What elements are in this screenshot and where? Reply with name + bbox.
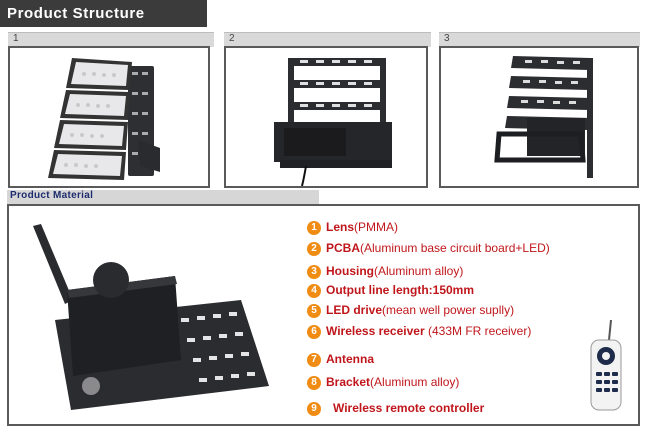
panel-3-number: 3 <box>444 33 450 44</box>
panel-3-frame <box>439 46 639 188</box>
item-detail: (Aluminum alloy) <box>374 264 464 278</box>
page-title: Product Structure <box>7 5 145 22</box>
item-number-badge: 3 <box>307 265 321 279</box>
page-header: Product Structure <box>0 0 207 27</box>
panel-3-header: 3 <box>439 32 640 47</box>
panel-1-number: 1 <box>13 33 19 44</box>
item-name: Housing <box>326 264 374 278</box>
item-name: LED drive <box>326 303 383 317</box>
item-number-badge: 8 <box>307 376 321 390</box>
item-name: Bracket <box>326 375 371 389</box>
item-name: Wireless remote controller <box>333 401 485 415</box>
item-detail: (mean well power suplly) <box>382 303 515 317</box>
item-number-badge: 7 <box>307 353 321 367</box>
panel-2-number: 2 <box>229 33 235 44</box>
floodlight-back-image <box>274 58 392 187</box>
panel-2-header: 2 <box>224 32 431 47</box>
item-number-badge: 9 <box>307 402 321 416</box>
item-detail: (Aluminum base circuit board+LED) <box>360 241 550 255</box>
panel-1-frame <box>8 46 210 188</box>
material-section-header: Product Material <box>7 190 319 204</box>
item-name: PCBA <box>326 241 361 255</box>
panel-1-header: 1 <box>8 32 214 47</box>
item-detail: (Aluminum alloy) <box>370 375 460 389</box>
item-text: Antenna <box>326 352 374 366</box>
item-text: Wireless remote controller <box>333 401 484 415</box>
item-number-badge: 4 <box>307 284 321 298</box>
item-name: Lens <box>326 220 355 234</box>
item-text: PCBA(Aluminum base circuit board+LED) <box>326 241 550 255</box>
floodlight-bracket-image <box>494 56 593 178</box>
material-frame <box>7 204 640 426</box>
item-detail: (PMMA) <box>354 220 399 234</box>
item-text: Lens(PMMA) <box>326 220 398 234</box>
item-text: LED drive(mean well power suplly) <box>326 303 514 317</box>
material-section-title: Product Material <box>10 190 94 201</box>
floodlight-exploded-image <box>33 224 269 410</box>
item-detail: (433M FR receiver) <box>424 324 532 338</box>
item-text: Wireless receiver (433M FR receiver) <box>326 324 531 338</box>
item-text: Output line length:150mm <box>326 283 474 297</box>
remote-controller-image <box>590 319 622 411</box>
item-text: Bracket(Aluminum alloy) <box>326 375 459 389</box>
item-name: Wireless receiver <box>326 324 425 338</box>
item-text: Housing(Aluminum alloy) <box>326 264 463 278</box>
item-number-badge: 5 <box>307 304 321 318</box>
item-number-badge: 2 <box>307 242 321 256</box>
item-name: Antenna <box>326 352 374 366</box>
item-name: Output line length:150mm <box>326 283 475 297</box>
item-number-badge: 6 <box>307 325 321 339</box>
floodlight-front-image <box>48 58 160 180</box>
item-number-badge: 1 <box>307 221 321 235</box>
panel-2-frame <box>224 46 428 188</box>
